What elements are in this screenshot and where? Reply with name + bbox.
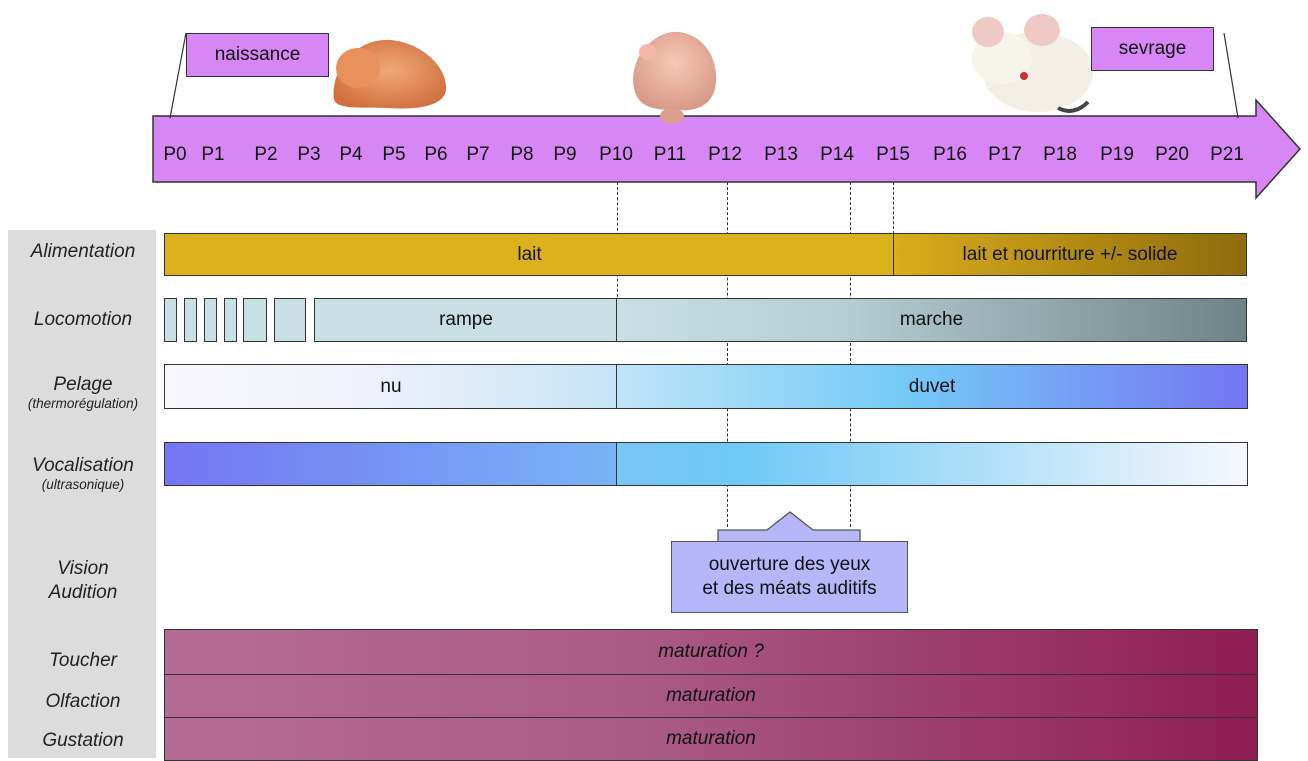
dash-p15 (893, 182, 894, 234)
gustation-maturation-bar: maturation (164, 717, 1258, 761)
day-label-p8: P8 (510, 144, 534, 165)
day-label-p2: P2 (254, 144, 278, 165)
day-label-p12: P12 (708, 144, 742, 165)
naissance-label: naissance (186, 33, 329, 77)
pelage-duvet-bar: duvet (616, 364, 1248, 409)
label-toucher: Toucher (49, 650, 117, 671)
day-label-p4: P4 (339, 144, 363, 165)
alimentation-lait-bar: lait (164, 233, 895, 276)
p10-pup-photo (633, 31, 717, 124)
day-label-p10: P10 (599, 144, 633, 165)
day-label-p3: P3 (297, 144, 321, 165)
day-label-p17: P17 (988, 144, 1022, 165)
day-label-p7: P7 (466, 144, 490, 165)
day-label-p1: P1 (201, 144, 225, 165)
vocalisation-bar-2 (616, 442, 1248, 486)
day-label-p6: P6 (424, 144, 448, 165)
label-vision-audition: Vision Audition (8, 557, 158, 605)
eye-ear-opening-callout: ouverture des yeux et des méats auditifs (671, 541, 908, 613)
day-label-p11: P11 (653, 144, 687, 165)
label-pelage: Pelage (thermorégulation) (8, 374, 158, 411)
day-label-p21: P21 (1210, 144, 1244, 165)
callout-line-1: ouverture des yeux (708, 554, 871, 575)
dash-p14 (850, 182, 851, 527)
day-label-p5: P5 (382, 144, 406, 165)
pelage-nu-bar: nu (164, 364, 618, 409)
locomotion-segment-4 (224, 298, 237, 342)
alimentation-solide-bar: lait et nourriture +/- solide (893, 233, 1247, 276)
label-olfaction: Olfaction (45, 691, 121, 712)
locomotion-segment-3 (204, 298, 217, 342)
row-label-column (8, 230, 156, 758)
weaned-mouse-photo (972, 14, 1093, 113)
day-label-p14: P14 (820, 144, 854, 165)
label-vocalisation-main: Vocalisation (32, 455, 134, 476)
vocalisation-bar-1 (164, 442, 618, 486)
locomotion-segment-2 (184, 298, 197, 342)
day-label-p20: P20 (1155, 144, 1189, 165)
day-label-p9: P9 (553, 144, 577, 165)
label-alimentation: Alimentation (30, 241, 136, 262)
locomotion-segment-6 (274, 298, 306, 342)
newborn-pup-photo (333, 39, 447, 109)
day-label-p0: P0 (163, 144, 187, 165)
locomotion-segment-1 (164, 298, 177, 342)
sevrage-label: sevrage (1091, 27, 1214, 71)
label-gustation: Gustation (42, 730, 124, 751)
toucher-maturation-bar: maturation ? (164, 629, 1258, 675)
day-label-p13: P13 (764, 144, 798, 165)
label-vocalisation: Vocalisation (ultrasonique) (8, 455, 158, 492)
day-label-p16: P16 (933, 144, 967, 165)
dash-p12 (727, 182, 728, 527)
label-pelage-sub: (thermorégulation) (27, 395, 139, 411)
day-label-p18: P18 (1043, 144, 1077, 165)
timeline-arrow (152, 32, 1302, 200)
label-vision: Vision (57, 558, 109, 579)
label-locomotion: Locomotion (33, 309, 133, 330)
day-label-p19: P19 (1100, 144, 1134, 165)
label-pelage-main: Pelage (53, 374, 113, 395)
label-audition: Audition (48, 582, 118, 603)
callout-line-2: et des méats auditifs (702, 578, 877, 599)
olfaction-maturation-bar: maturation (164, 674, 1258, 718)
locomotion-marche-bar: marche (616, 298, 1247, 342)
locomotion-segment-5 (243, 298, 267, 342)
locomotion-rampe-bar: rampe (314, 298, 618, 342)
callout-up-arrow (717, 511, 861, 543)
day-label-p15: P15 (876, 144, 910, 165)
label-vocalisation-sub: (ultrasonique) (41, 476, 125, 492)
